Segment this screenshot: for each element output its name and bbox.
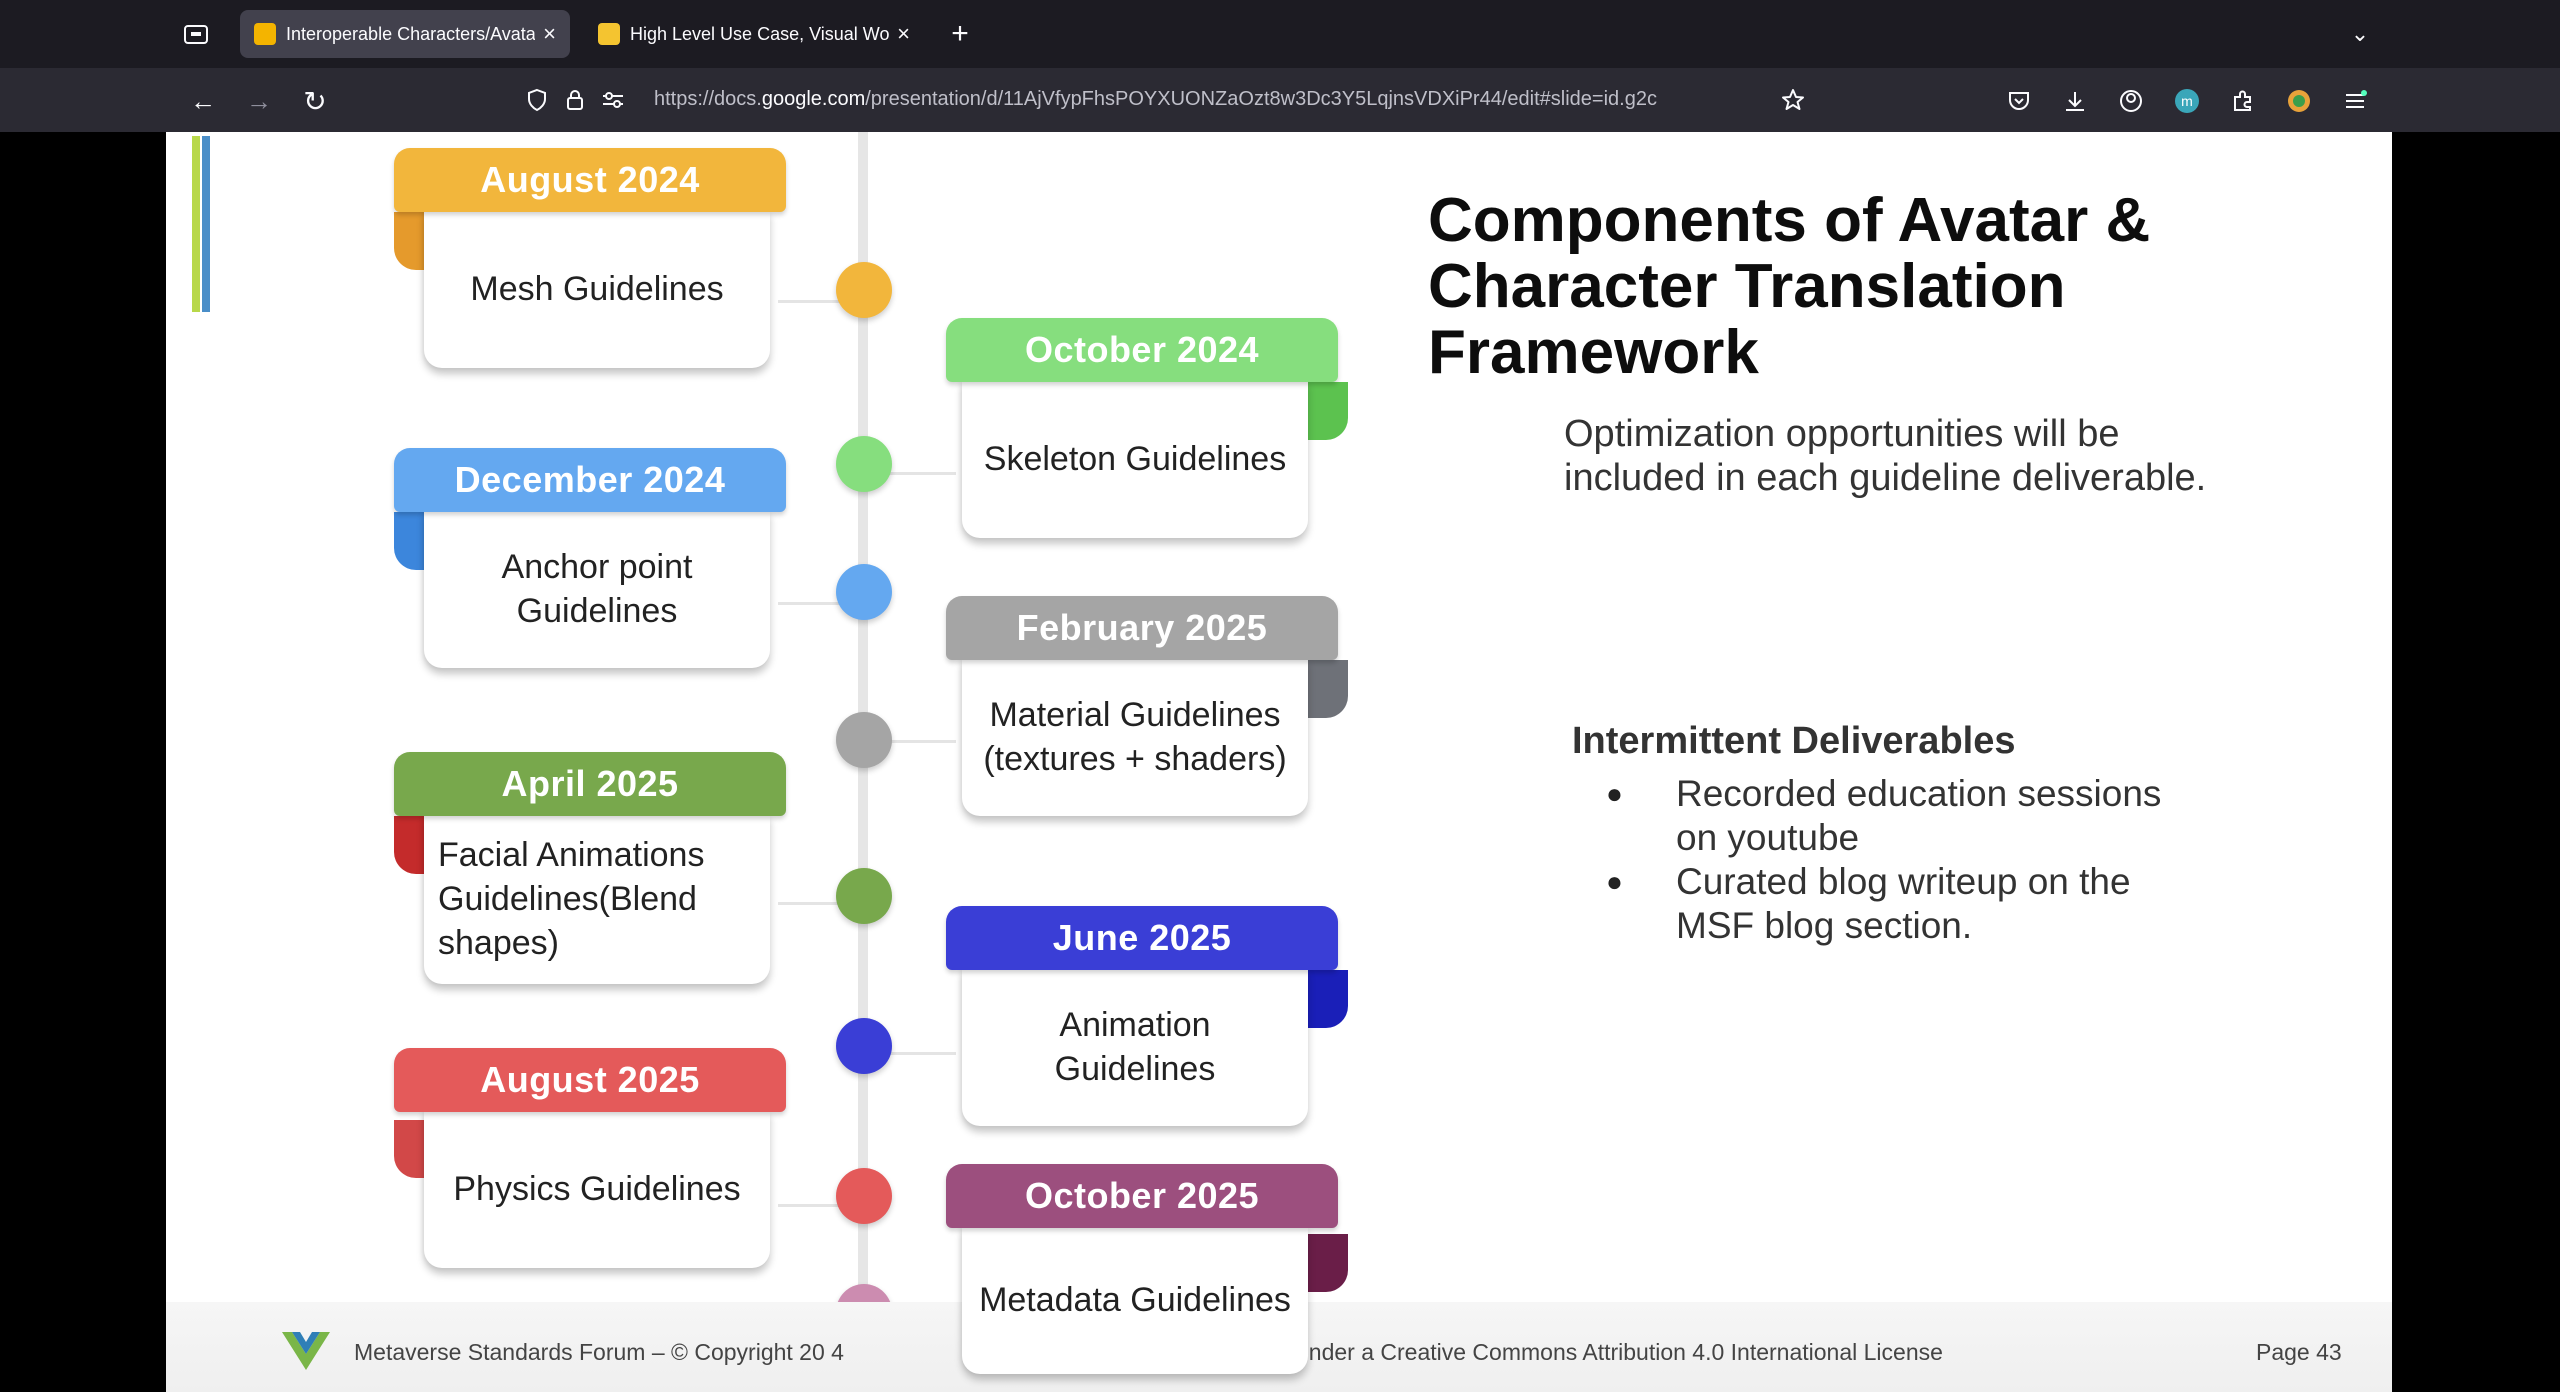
timeline-label: Facial Animations Guidelines(Blend shape…	[424, 814, 770, 984]
timeline-dot	[836, 1018, 892, 1074]
extensions-puzzle-icon[interactable]	[2228, 86, 2258, 116]
card-fold	[1308, 660, 1348, 718]
timeline-dot	[836, 436, 892, 492]
forward-arrow-icon[interactable]: →	[246, 85, 272, 116]
tab-title: Interoperable Characters/Avatars	[286, 23, 536, 44]
timeline-connector	[778, 300, 862, 303]
card-fold	[1308, 382, 1348, 440]
timeline-date: February 2025	[946, 596, 1338, 660]
timeline-dot	[836, 564, 892, 620]
timeline-label: Metadata Guidelines	[962, 1226, 1308, 1374]
list-item: Recorded education sessions on youtube	[1606, 772, 2206, 860]
pocket-icon[interactable]	[2004, 86, 2034, 116]
timeline-connector	[778, 602, 862, 605]
miro-favicon-icon	[598, 23, 620, 45]
permissions-icon[interactable]	[598, 85, 628, 115]
timeline-label: Material Guidelines (textures + shaders)	[962, 658, 1308, 816]
msf-logo-icon	[282, 1332, 330, 1370]
slide-title: Components of Avatar & Character Transla…	[1428, 186, 2151, 387]
close-tab-icon[interactable]: ×	[543, 21, 556, 46]
timeline-label: Skeleton Guidelines	[962, 380, 1308, 538]
lock-icon[interactable]	[560, 85, 590, 115]
timeline-label: Mesh Guidelines	[424, 210, 770, 368]
card-fold	[1308, 1234, 1348, 1292]
timeline-connector	[866, 1052, 956, 1055]
footer-page-number: Page 43	[2256, 1339, 2342, 1365]
timeline-dot	[836, 1168, 892, 1224]
url-text[interactable]: https://docs.google.com/presentation/d/1…	[654, 88, 1664, 111]
timeline-label: Animation Guidelines	[962, 968, 1308, 1126]
timeline-connector	[778, 1204, 862, 1207]
timeline-label: Anchor point Guidelines	[424, 510, 770, 668]
extension-colorful-icon[interactable]	[2284, 86, 2314, 116]
url-path: /presentation/d/11AjVfypFhsPOYXUONZaOzt8…	[865, 88, 1657, 110]
svg-text:m: m	[2181, 93, 2193, 109]
timeline-connector	[866, 740, 956, 743]
timeline-date: December 2024	[394, 448, 786, 512]
tracking-shield-icon[interactable]	[522, 85, 552, 115]
menu-hamburger-icon[interactable]	[2340, 86, 2370, 116]
timeline-dot	[836, 712, 892, 768]
accent-bar	[192, 136, 200, 312]
deliverables-heading: Intermittent Deliverables	[1572, 720, 2016, 762]
card-fold	[1308, 970, 1348, 1028]
timeline-label: Physics Guidelines	[424, 1110, 770, 1268]
reload-icon[interactable]: ↻	[303, 85, 327, 117]
presentation-slide: August 2024 Mesh Guidelines October 2024…	[166, 132, 2392, 1392]
tab-interoperable-characters[interactable]: Interoperable Characters/Avatars ×	[240, 10, 570, 58]
list-tabs-chevron-icon[interactable]: ⌄	[2350, 21, 2370, 46]
footer-copyright: Metaverse Standards Forum – © Copyright …	[354, 1339, 844, 1365]
firefox-view-icon[interactable]	[180, 18, 212, 50]
timeline-dot	[836, 262, 892, 318]
extension-m-icon[interactable]: m	[2172, 86, 2202, 116]
timeline-date: June 2025	[946, 906, 1338, 970]
navigation-bar: ← → ↻ https://docs.google.com/presentati…	[0, 68, 2560, 132]
new-tab-icon[interactable]: +	[951, 17, 969, 50]
deliverables-list: Recorded education sessions on youtube C…	[1606, 772, 2206, 948]
timeline-date: October 2024	[946, 318, 1338, 382]
timeline-connector	[866, 472, 956, 475]
tab-high-level-use-case[interactable]: High Level Use Case, Visual Wo ×	[584, 10, 924, 58]
account-icon[interactable]	[2116, 86, 2146, 116]
timeline-dot	[836, 868, 892, 924]
timeline-date: August 2024	[394, 148, 786, 212]
list-item: Curated blog writeup on the MSF blog sec…	[1606, 860, 2206, 948]
tab-title: High Level Use Case, Visual Wo	[630, 23, 890, 44]
slides-favicon-icon	[254, 23, 276, 45]
footer-license: under a Creative Commons Attribution 4.0…	[1296, 1339, 1943, 1365]
tab-bar: Interoperable Characters/Avatars × High …	[0, 0, 2560, 68]
slide-subtitle: Optimization opportunities will be inclu…	[1564, 413, 2207, 499]
url-bar[interactable]: https://docs.google.com/presentation/d/1…	[512, 76, 1804, 124]
accent-bar	[202, 136, 210, 312]
timeline-date: April 2025	[394, 752, 786, 816]
back-arrow-icon[interactable]: ←	[190, 85, 216, 116]
timeline-connector	[778, 902, 862, 905]
url-prefix: https://docs.	[654, 88, 762, 110]
bookmark-star-icon[interactable]	[1778, 85, 1808, 115]
url-domain: google.com	[761, 88, 866, 110]
close-tab-icon[interactable]: ×	[897, 21, 910, 46]
timeline-date: October 2025	[946, 1164, 1338, 1228]
timeline-date: August 2025	[394, 1048, 786, 1112]
downloads-icon[interactable]	[2060, 86, 2090, 116]
